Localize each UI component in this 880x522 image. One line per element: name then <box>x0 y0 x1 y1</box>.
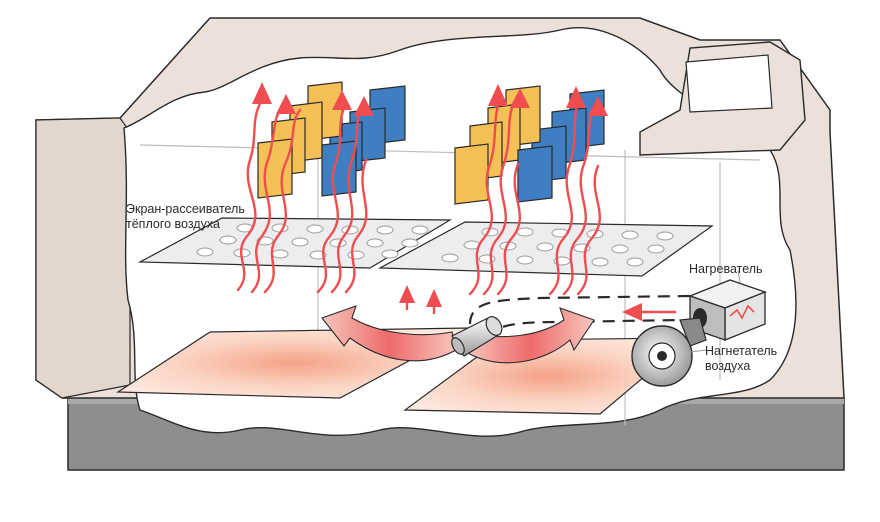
nozzle-up-arrows <box>399 285 442 314</box>
diffuser-screen-label-line1: Экран-рассеиватель <box>126 202 245 216</box>
label-leaders <box>689 269 741 353</box>
blower-label: Нагнетатель воздуха <box>705 344 777 374</box>
flow-arrow-right <box>465 307 595 364</box>
heat-pad-right <box>403 337 692 415</box>
arrow-heads-top <box>252 82 608 116</box>
flow-arrow-left <box>321 305 457 362</box>
diffuser-screen-label: Экран-рассеиватель тёплого воздуха <box>126 202 245 232</box>
heater-box-icon <box>688 279 767 341</box>
duct-flow-arrow <box>622 303 676 321</box>
diffuser-screen-right <box>377 221 714 277</box>
rising-air-arrows <box>236 98 602 296</box>
heater-label: Нагреватель <box>689 262 763 277</box>
heater-label-text: Нагреватель <box>689 262 763 276</box>
blower-fan-icon <box>631 317 707 387</box>
nozzle-icon <box>451 316 503 357</box>
diffuser-screen-label-line2: тёплого воздуха <box>126 217 220 231</box>
control-panel-icon <box>639 41 806 156</box>
blower-label-line2: воздуха <box>705 359 751 373</box>
blower-label-line1: Нагнетатель <box>705 344 778 358</box>
